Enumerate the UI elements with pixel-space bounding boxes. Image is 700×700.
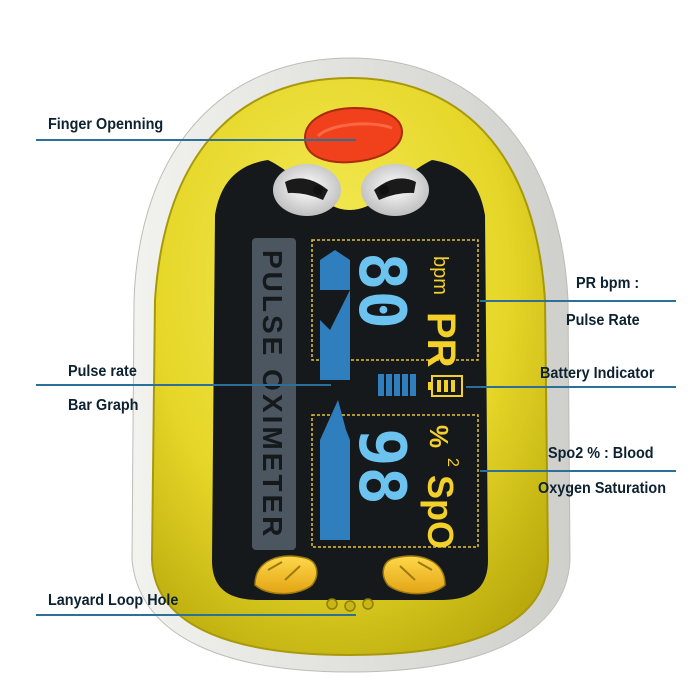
pulse-wave: [320, 250, 350, 540]
pulse-bar-graph: [378, 374, 416, 396]
brand-text: PULSE OXIMETER: [257, 250, 288, 539]
label-battery: Battery Indicator: [540, 365, 655, 382]
leader-pr: [480, 300, 676, 302]
leader-lanyard: [36, 614, 356, 616]
label-pulse-rate-2: Bar Graph: [68, 397, 139, 414]
label-pulse-rate-1: Pulse rate: [68, 363, 137, 380]
label-pr-1: PR bpm :: [576, 275, 640, 292]
pr-value: 80: [344, 252, 418, 329]
label-lanyard: Lanyard Loop Hole: [48, 592, 179, 609]
spo2-label: SpO: [420, 475, 461, 549]
pr-label: PR: [419, 312, 463, 368]
label-finger-opening: Finger Openning: [48, 116, 164, 133]
leader-spo2: [480, 470, 676, 472]
finger-opening[interactable]: [303, 106, 404, 164]
label-spo2-2: Oxygen Saturation: [538, 480, 667, 497]
left-eye: [273, 164, 341, 216]
right-eye: [361, 164, 429, 216]
leader-pulse-rate: [36, 384, 331, 386]
spo2-value: 98: [344, 428, 418, 505]
pr-unit: bpm: [429, 256, 451, 295]
lanyard-loop-hole[interactable]: [326, 598, 374, 612]
leader-battery: [466, 386, 676, 388]
battery-icon: [428, 375, 463, 397]
spo2-sub: 2: [444, 458, 461, 467]
leader-finger-opening: [36, 139, 356, 141]
left-foot: [254, 555, 318, 595]
label-spo2-1: Spo2 % : Blood: [548, 445, 654, 462]
label-pr-2: Pulse Rate: [566, 312, 640, 329]
right-foot: [382, 555, 446, 595]
spo2-unit: %: [424, 425, 454, 448]
